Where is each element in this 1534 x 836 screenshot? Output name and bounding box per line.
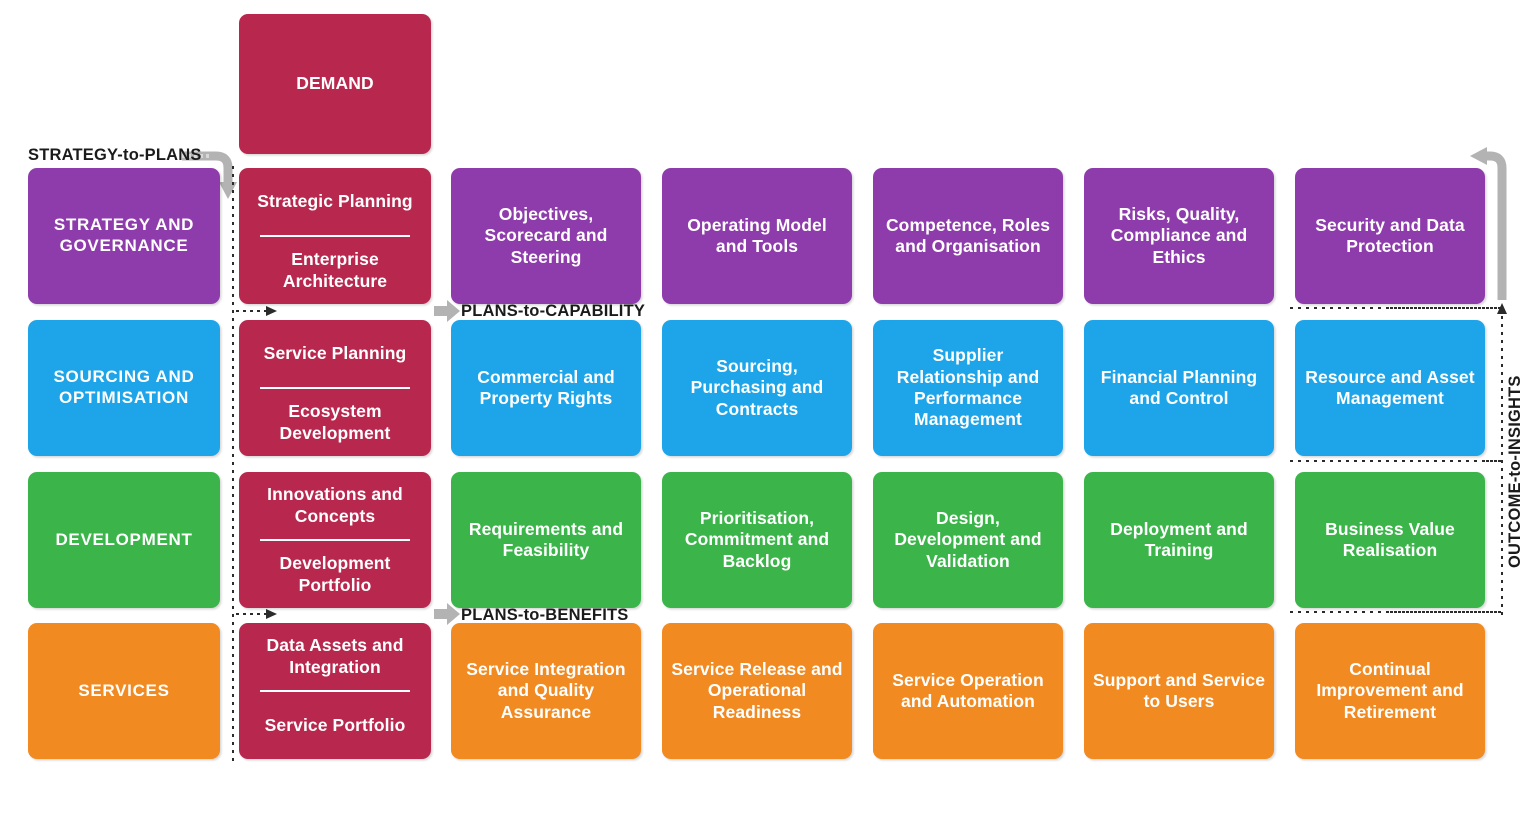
flow-label-outcome-to-insights: OUTCOME-to-INSIGHTS xyxy=(1506,375,1524,568)
flow-label-plans-to-benefits: PLANS-to-BENEFITS xyxy=(461,606,629,624)
cell-competence-roles-and-organisation: Competence, Roles and Organisation xyxy=(873,168,1063,304)
flow-label-strategy-to-plans: STRATEGY-to-PLANS xyxy=(28,146,202,164)
planning-development: Innovations and Concepts Development Por… xyxy=(239,472,431,608)
planning-divider xyxy=(260,235,410,237)
category-services: SERVICES xyxy=(28,623,220,759)
cell-service-operation-and-automation: Service Operation and Automation xyxy=(873,623,1063,759)
planning-top: Data Assets and Integration xyxy=(266,635,404,677)
planning-divider xyxy=(260,539,410,541)
cell-label: Resource and Asset Management xyxy=(1305,366,1475,408)
category-development: DEVELOPMENT xyxy=(28,472,220,608)
planning-services: Data Assets and Integration Service Port… xyxy=(239,623,431,759)
cell-label: Commercial and Property Rights xyxy=(477,366,615,408)
category-sourcing-and-optimisation: SOURCING AND OPTIMISATION xyxy=(28,320,220,456)
cell-label: Prioritisation, Commitment and Backlog xyxy=(684,507,830,571)
cell-label: Security and Data Protection xyxy=(1315,214,1465,256)
cell-label: Deployment and Training xyxy=(1110,518,1248,560)
box-demand-label: DEMAND xyxy=(296,73,374,94)
cell-deployment-and-training: Deployment and Training xyxy=(1084,472,1274,608)
box-demand: DEMAND xyxy=(239,14,431,154)
planning-top: Strategic Planning xyxy=(257,190,413,211)
category-label: SOURCING AND OPTIMISATION xyxy=(53,367,195,407)
cell-sourcing-purchasing-and-contracts: Sourcing, Purchasing and Contracts xyxy=(662,320,852,456)
planning-bottom: Enterprise Architecture xyxy=(282,249,388,291)
cell-design-development-and-validation: Design, Development and Validation xyxy=(873,472,1063,608)
cell-risks-quality-compliance-and-ethics: Risks, Quality, Compliance and Ethics xyxy=(1084,168,1274,304)
planning-top: Service Planning xyxy=(263,342,407,363)
cell-service-integration-and-quality-assurance: Service Integration and Quality Assuranc… xyxy=(451,623,641,759)
category-strategy-and-governance: STRATEGY AND GOVERNANCE xyxy=(28,168,220,304)
cell-label: Operating Model and Tools xyxy=(687,214,827,256)
cell-continual-improvement-and-retirement: Continual Improvement and Retirement xyxy=(1295,623,1485,759)
cell-requirements-and-feasibility: Requirements and Feasibility xyxy=(451,472,641,608)
cell-label: Service Release and Operational Readines… xyxy=(671,658,843,722)
cell-label: Service Integration and Quality Assuranc… xyxy=(466,658,626,722)
cell-label: Supplier Relationship and Performance Ma… xyxy=(896,345,1040,430)
cell-label: Financial Planning and Control xyxy=(1100,366,1258,408)
category-label: SERVICES xyxy=(78,680,170,700)
cell-label: Business Value Realisation xyxy=(1325,518,1455,560)
cell-label: Objectives, Scorecard and Steering xyxy=(484,203,608,267)
flow-label-plans-to-capability: PLANS-to-CAPABILITY xyxy=(461,302,646,320)
planning-top: Innovations and Concepts xyxy=(267,484,403,526)
cell-label: Continual Improvement and Retirement xyxy=(1316,658,1464,722)
cell-support-and-service-to-users: Support and Service to Users xyxy=(1084,623,1274,759)
cell-label: Requirements and Feasibility xyxy=(468,518,624,560)
planning-divider xyxy=(260,690,410,692)
cell-label: Support and Service to Users xyxy=(1092,669,1266,711)
cell-label: Sourcing, Purchasing and Contracts xyxy=(690,355,824,419)
planning-bottom: Development Portfolio xyxy=(279,553,391,595)
cell-financial-planning-and-control: Financial Planning and Control xyxy=(1084,320,1274,456)
planning-sourcing: Service Planning Ecosystem Development xyxy=(239,320,431,456)
planning-strategy: Strategic Planning Enterprise Architectu… xyxy=(239,168,431,304)
planning-divider xyxy=(260,387,410,389)
cell-resource-and-asset-management: Resource and Asset Management xyxy=(1295,320,1485,456)
cell-operating-model-and-tools: Operating Model and Tools xyxy=(662,168,852,304)
planning-bottom: Ecosystem Development xyxy=(279,401,391,443)
category-label: STRATEGY AND GOVERNANCE xyxy=(53,215,195,255)
cell-label: Service Operation and Automation xyxy=(892,669,1044,711)
cell-label: Competence, Roles and Organisation xyxy=(885,214,1051,256)
cell-service-release-and-operational-readiness: Service Release and Operational Readines… xyxy=(662,623,852,759)
cell-supplier-relationship-and-performance-management: Supplier Relationship and Performance Ma… xyxy=(873,320,1063,456)
cell-commercial-and-property-rights: Commercial and Property Rights xyxy=(451,320,641,456)
cell-security-and-data-protection: Security and Data Protection xyxy=(1295,168,1485,304)
cell-prioritisation-commitment-and-backlog: Prioritisation, Commitment and Backlog xyxy=(662,472,852,608)
planning-bottom: Service Portfolio xyxy=(264,714,406,735)
cell-label: Risks, Quality, Compliance and Ethics xyxy=(1110,203,1248,267)
category-label: DEVELOPMENT xyxy=(55,529,193,549)
cell-business-value-realisation: Business Value Realisation xyxy=(1295,472,1485,608)
cell-objectives-scorecard-and-steering: Objectives, Scorecard and Steering xyxy=(451,168,641,304)
cell-label: Design, Development and Validation xyxy=(894,507,1042,571)
